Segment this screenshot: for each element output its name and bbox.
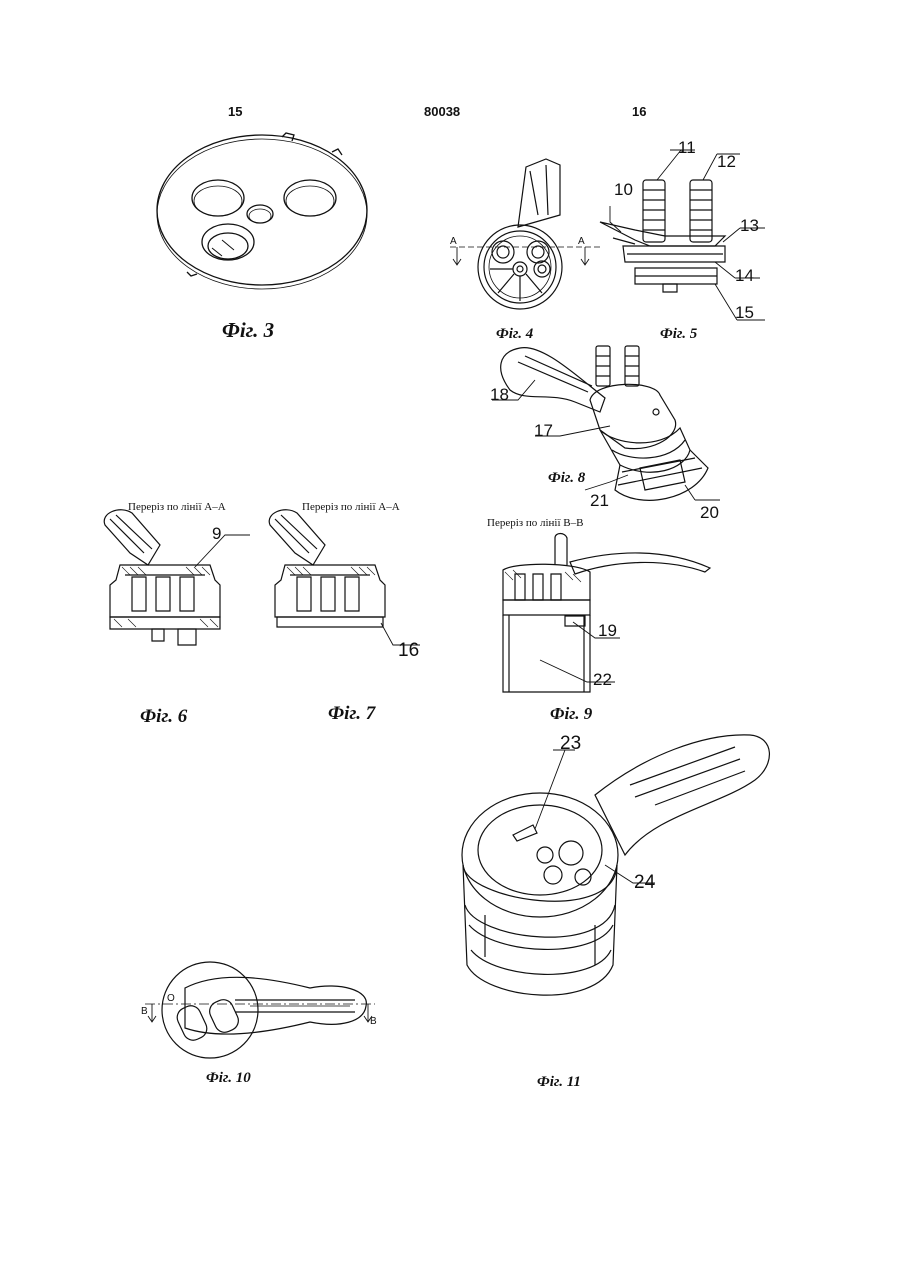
fig8-label-17: 17 — [534, 421, 553, 441]
fig5-label-15: 15 — [735, 303, 754, 323]
fig7-label-16: 16 — [398, 640, 419, 662]
fig9-caption: Фіг. 9 — [550, 704, 592, 724]
fig5-label-10: 10 — [614, 180, 633, 200]
fig8-label-21: 21 — [590, 491, 609, 511]
fig10-caption: Фіг. 10 — [206, 1070, 251, 1087]
fig7-caption: Фіг. 7 — [328, 703, 375, 725]
fig5-label-13: 13 — [740, 216, 759, 236]
fig9-label-22: 22 — [593, 670, 612, 690]
fig10-section-mark-left: B — [141, 1006, 148, 1017]
patent-number: 80038 — [424, 104, 460, 119]
fig8-caption: Фіг. 8 — [548, 470, 585, 487]
fig4-section-mark-left: A — [450, 236, 457, 247]
page-number-left: 15 — [228, 104, 242, 119]
fig5-label-14: 14 — [735, 266, 754, 286]
fig3-caption: Фіг. 3 — [222, 318, 274, 343]
fig5-label-11: 11 — [678, 138, 696, 158]
fig9-section-title: Переріз по лінії В–В — [487, 517, 583, 529]
fig5-label-12: 12 — [717, 152, 736, 172]
fig5-drawing — [595, 150, 765, 325]
fig3-drawing — [150, 130, 380, 300]
fig4-section-mark-right: A — [578, 236, 585, 247]
fig11-label-23: 23 — [560, 733, 581, 755]
fig8-label-20: 20 — [700, 503, 719, 523]
fig11-label-24: 24 — [634, 872, 655, 894]
fig6-label-9: 9 — [212, 524, 221, 544]
page-number-right: 16 — [632, 104, 646, 119]
fig8-drawing — [480, 340, 720, 510]
fig6-caption: Фіг. 6 — [140, 706, 187, 728]
fig10-axis-mark: O — [167, 993, 175, 1004]
fig9-label-19: 19 — [598, 621, 617, 641]
fig7-drawing — [265, 505, 425, 655]
fig11-caption: Фіг. 11 — [537, 1074, 581, 1091]
fig10-drawing — [140, 960, 380, 1065]
fig10-section-mark-right: B — [370, 1016, 377, 1027]
fig11-drawing — [455, 725, 785, 1015]
fig8-label-18: 18 — [490, 385, 509, 405]
